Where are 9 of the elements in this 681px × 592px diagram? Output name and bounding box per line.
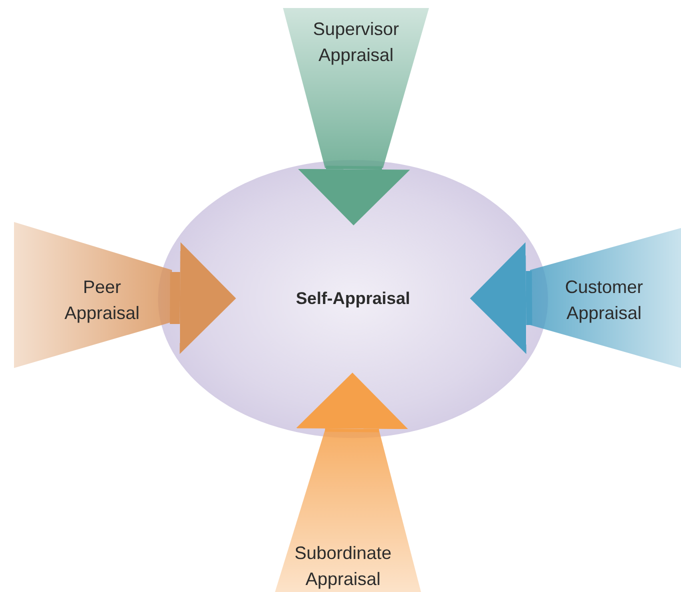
node-label: Customer Appraisal [564, 276, 644, 325]
arrow [296, 372, 408, 432]
arrow [170, 242, 236, 354]
node-label: Peer Appraisal [63, 276, 141, 325]
arrow [298, 166, 410, 226]
node-label: Subordinate Appraisal [293, 542, 393, 591]
node-label: Supervisor Appraisal [312, 18, 400, 67]
arrow [470, 242, 532, 354]
node-label: Self-Appraisal [296, 288, 410, 310]
